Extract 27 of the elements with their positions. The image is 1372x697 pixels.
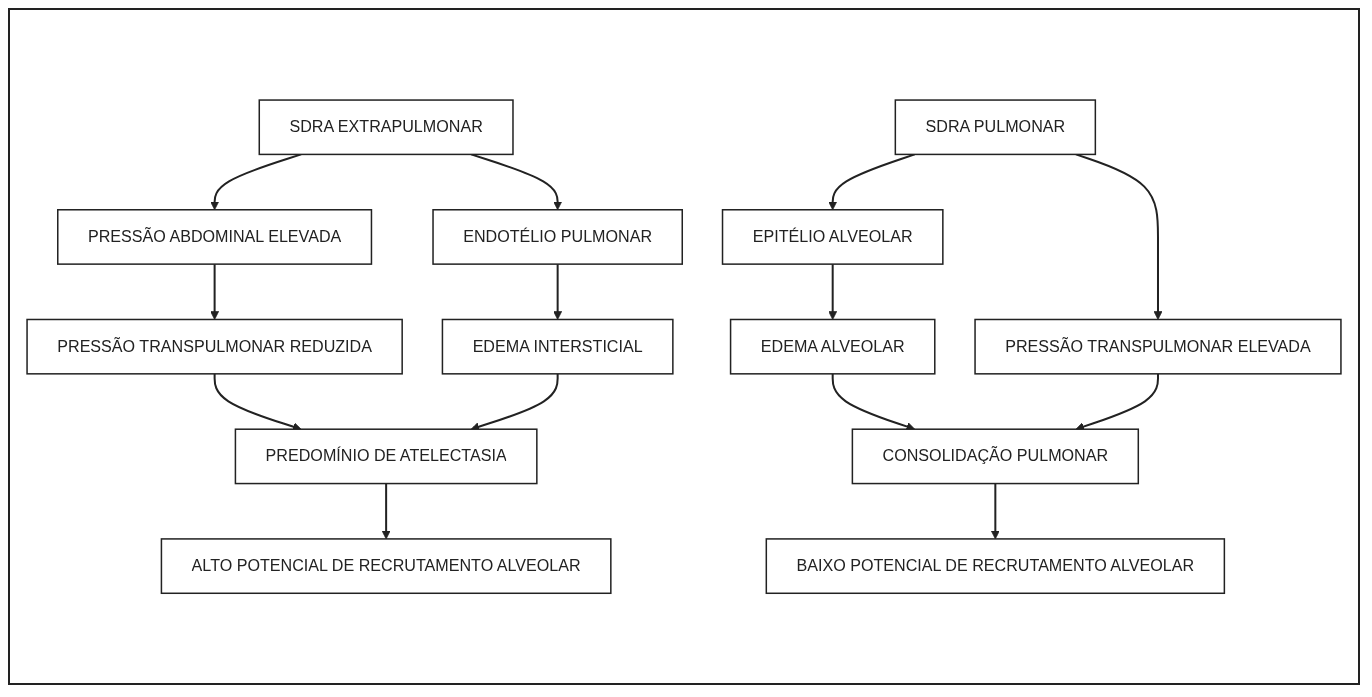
node-box [258,99,514,155]
arrow [553,263,563,320]
arrow [470,153,563,210]
arrow [828,153,916,210]
node-box [432,208,683,265]
node-box [234,428,538,485]
arrow [1075,153,1163,320]
arrow [470,373,559,431]
arrow [1075,373,1159,431]
arrow [213,373,302,431]
arrow [381,483,391,540]
node-box [765,538,1226,594]
arrow [210,263,220,320]
arrow [210,153,302,210]
arrow [828,263,838,320]
node-box [721,208,944,265]
arrow [990,483,1000,540]
node-box [441,318,674,375]
node-box [851,428,1140,485]
arrow [831,373,916,431]
node-box [160,538,612,594]
node-box [729,318,936,375]
node-box [57,208,373,265]
node-box [974,318,1342,375]
node-box [26,318,403,375]
node-box [894,99,1097,155]
diagram-frame: SDRA EXTRAPULMONAR SDRA PULMONAR PRESSÃO ABDOMINAL ELEVADA ENDOTÉLIO PULMONAR EPITÉLIO ALVEOLAR PRESSÃO TRANSPULMONAR REDUZIDA EDEMA INTERSTICIAL EDEMA ALVEOLAR PRESSÃO TRANSPULMONAR ELEVADA PREDOMÍNIO DE ATELECTASIA CONSOLIDAÇÃO PULMONAR ALTO POTENCIAL DE RECRUTAMENTO ALVEOLAR BAIXO POTENCIAL DE RECRUTAMENTO ALVEOLAR [8,8,1360,685]
